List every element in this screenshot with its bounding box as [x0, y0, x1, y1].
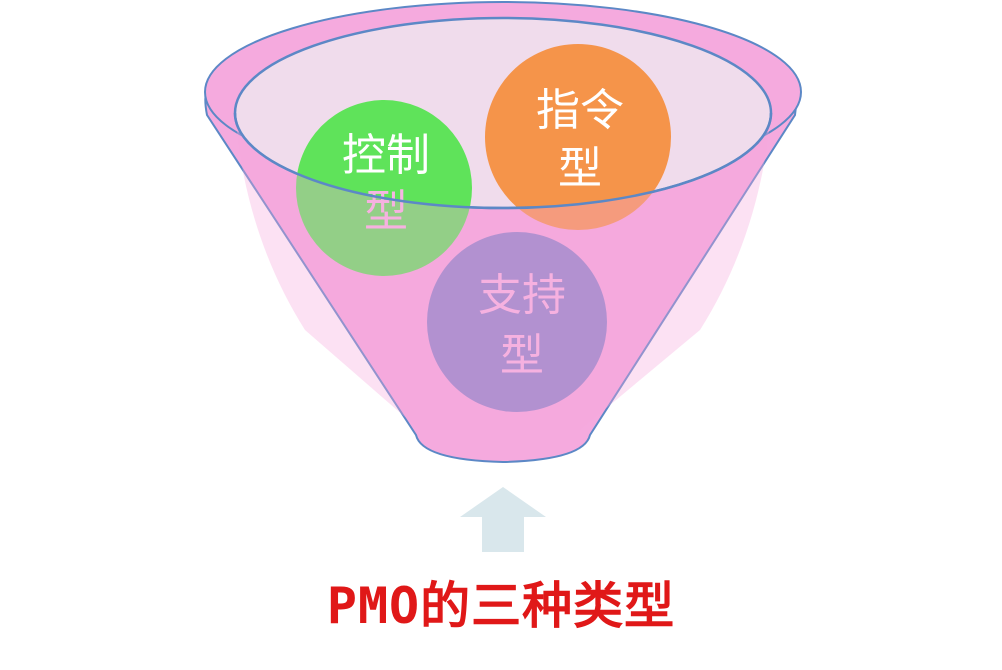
up-arrow-icon [460, 487, 546, 552]
circle-directive [485, 44, 671, 230]
circle-control-label-line1: 控制 [342, 130, 430, 181]
circle-directive-label-line2: 型 [558, 143, 602, 194]
circle-control [296, 100, 472, 276]
circle-support-label-line2: 型 [500, 330, 544, 381]
circle-support-label-line1: 支持 [478, 270, 566, 321]
funnel-front-overlay [235, 113, 771, 430]
circle-directive-label-line1: 指令 [536, 85, 624, 136]
funnel-opening-front-edge [233, 112, 773, 210]
circle-support [427, 232, 607, 412]
diagram-caption: PMO的三种类型 [326, 577, 676, 635]
